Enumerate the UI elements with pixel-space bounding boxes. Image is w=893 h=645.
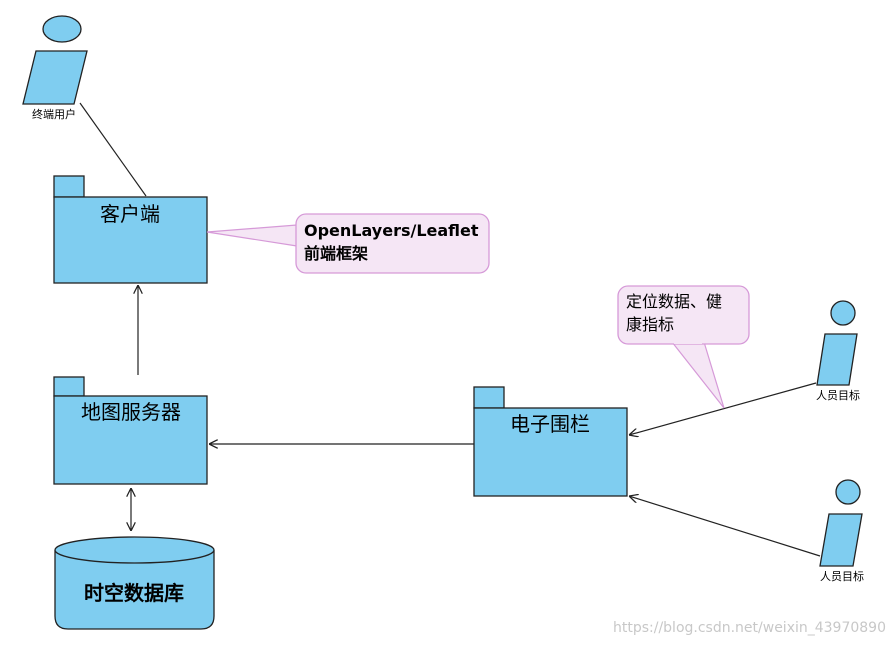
note-location-line2: 康指标: [626, 315, 674, 334]
actor-head: [835, 479, 861, 505]
package-tab: [473, 386, 505, 409]
note-location-line1: 定位数据、健: [626, 292, 722, 311]
actor-end-user-label: 终端用户: [32, 107, 76, 121]
note-frontend-box: [295, 213, 490, 274]
package-tab: [53, 376, 85, 397]
package-map-server: 地图服务器: [53, 376, 208, 485]
actor-head: [830, 300, 856, 326]
package-body: [473, 407, 628, 497]
actor-person-1-label: 人员目标: [816, 388, 860, 402]
package-fence: 电子围栏: [473, 386, 628, 497]
actor-person-1: 人员目标: [816, 300, 860, 402]
database-body: [54, 550, 215, 630]
database-label: 时空数据库: [84, 581, 184, 605]
note-frontend-joint: [297, 226, 301, 245]
note-location-joint: [674, 339, 702, 344]
package-body: [53, 196, 208, 284]
package-fence-label: 电子围栏: [510, 412, 590, 436]
database-top: [54, 536, 215, 564]
note-location: 定位数据、健 康指标: [617, 285, 750, 409]
package-client: 客户端: [53, 175, 208, 284]
arrow-person2-to-fence: [629, 496, 821, 557]
actor-person-2-label: 人员目标: [820, 569, 864, 583]
note-location-callout: [670, 341, 725, 409]
note-frontend-line1: OpenLayers/Leaflet: [304, 221, 479, 240]
actor-end-user: 终端用户: [22, 15, 88, 121]
package-client-label: 客户端: [100, 202, 160, 226]
note-frontend: OpenLayers/Leaflet 前端框架: [206, 213, 490, 274]
package-body: [53, 395, 208, 485]
database-spatiotemporal: 时空数据库: [54, 536, 215, 630]
package-map-server-label: 地图服务器: [81, 400, 181, 424]
arrow-person1-to-fence: [629, 382, 817, 435]
note-frontend-line2: 前端框架: [304, 244, 368, 263]
note-frontend-callout: [206, 224, 298, 247]
assoc-user-client: [79, 102, 147, 197]
package-tab: [53, 175, 85, 198]
actor-body: [816, 333, 858, 386]
actor-body: [819, 513, 863, 567]
watermark-text: https://blog.csdn.net/weixin_43970890: [613, 620, 886, 636]
actor-person-2: 人员目标: [819, 479, 864, 583]
actor-head: [42, 15, 82, 43]
actor-body: [22, 50, 88, 105]
